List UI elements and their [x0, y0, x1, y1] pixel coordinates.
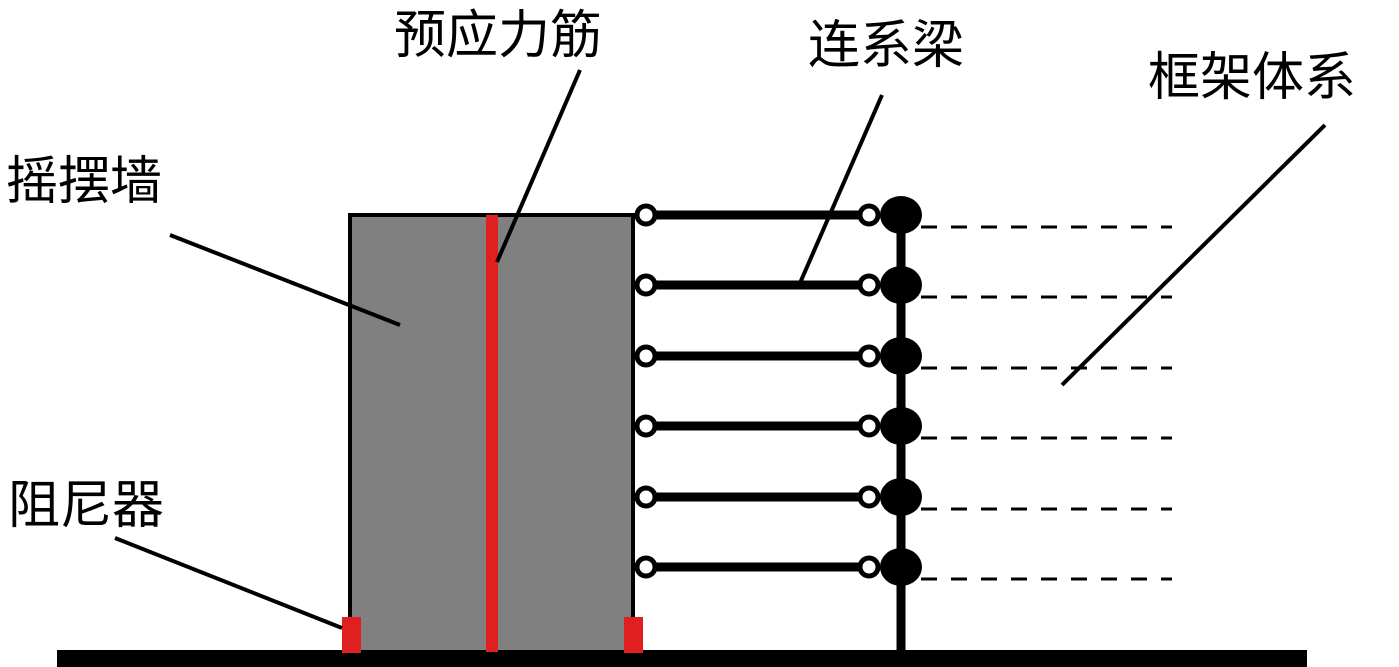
label-prestressed-tendon: 预应力筋: [394, 6, 603, 66]
ground-line: [57, 650, 1307, 667]
leader-rocking-wall: [169, 233, 401, 327]
beam-pin-wall: [634, 344, 658, 368]
beam-pin-frame: [857, 485, 881, 509]
beam-pin-wall: [634, 485, 658, 509]
frame-joint: [880, 548, 922, 586]
frame-joint: [880, 407, 922, 445]
beam-pin-frame: [857, 555, 881, 579]
beam-pin-frame: [857, 203, 881, 227]
beam-pin-wall: [634, 555, 658, 579]
label-rocking-wall: 摇摆墙: [6, 152, 163, 212]
beam-pin-wall: [634, 273, 658, 297]
frame-joint: [880, 337, 922, 375]
beam-pin-wall: [634, 203, 658, 227]
leader-damper: [114, 536, 343, 630]
prestressed-tendon: [486, 215, 498, 652]
damper-right: [624, 617, 643, 653]
beam-pin-frame: [857, 344, 881, 368]
label-coupling-beam: 连系梁: [808, 16, 965, 76]
beam-pin-frame: [857, 414, 881, 438]
leader-coupling-beam: [798, 94, 884, 284]
frame-joint: [880, 478, 922, 516]
label-frame-system: 框架体系: [1148, 48, 1357, 108]
frame-joint: [880, 266, 922, 304]
label-damper: 阻尼器: [8, 476, 165, 536]
beam-pin-wall: [634, 414, 658, 438]
leader-prestressed-tendon: [495, 69, 582, 263]
beam-pin-frame: [857, 273, 881, 297]
frame-joint: [880, 196, 922, 234]
damper-left: [342, 617, 361, 653]
leader-frame-system: [1060, 123, 1327, 387]
coupling-beams: [634, 196, 1172, 586]
